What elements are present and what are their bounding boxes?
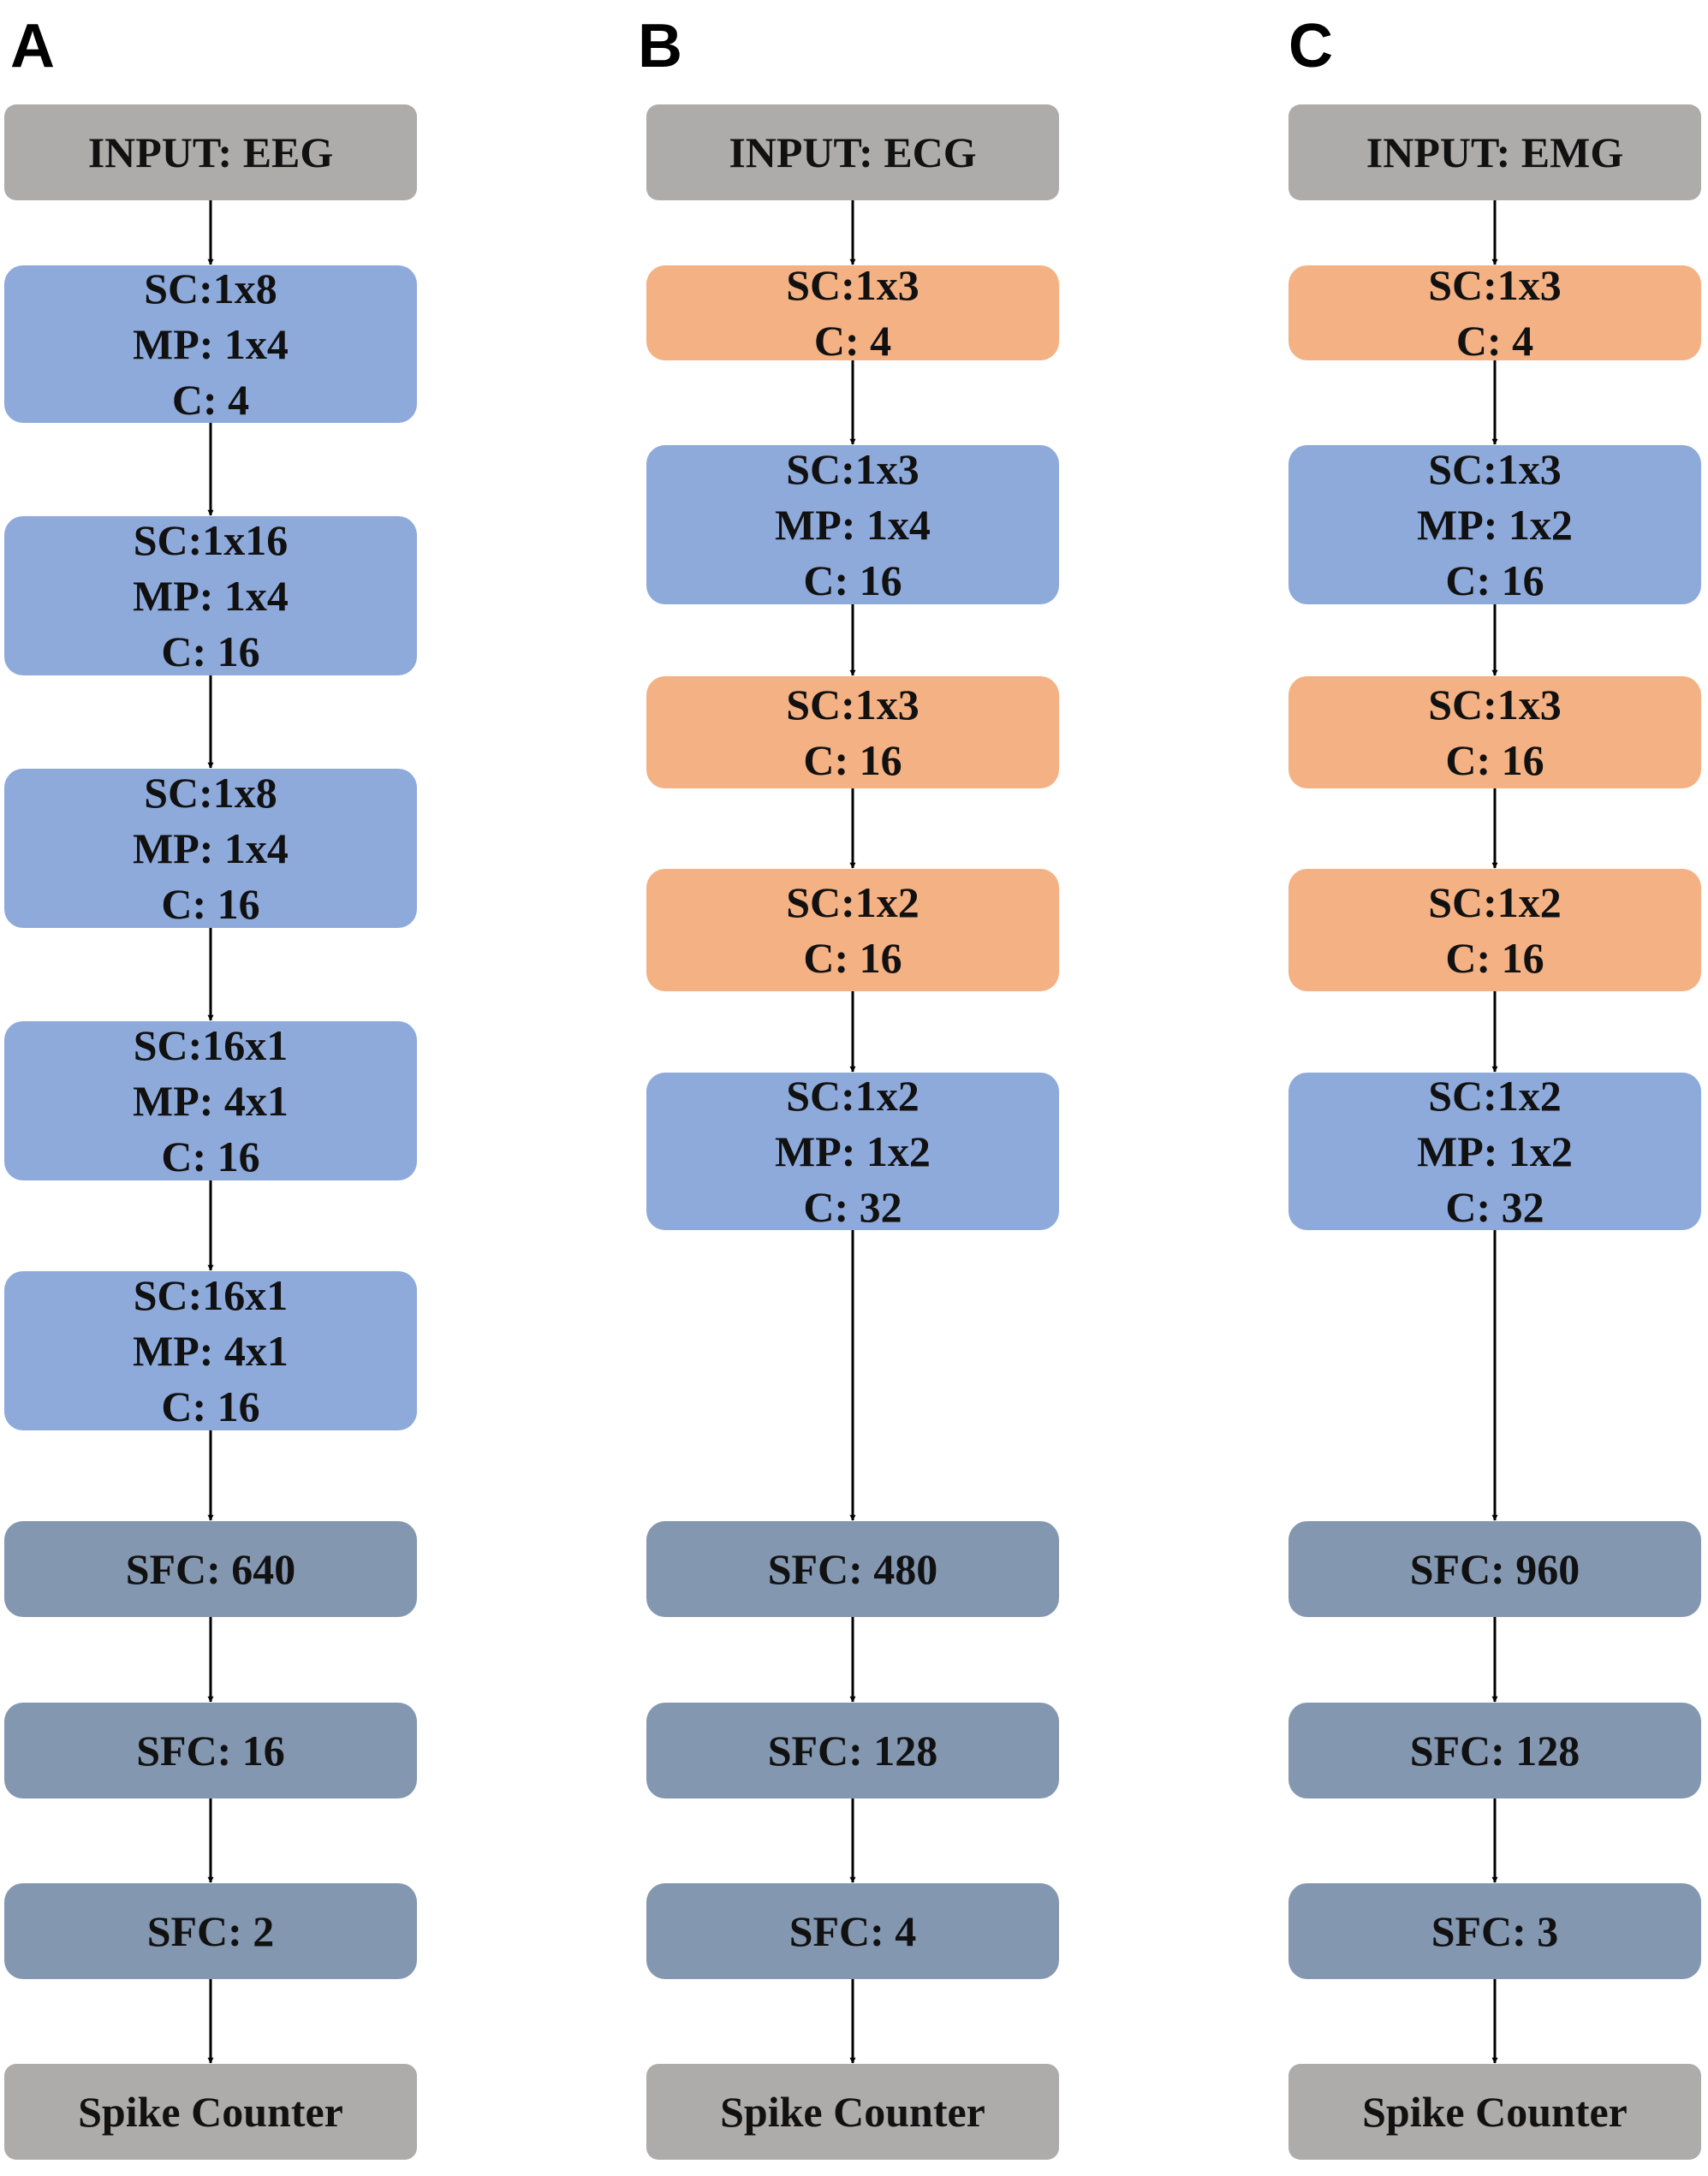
layer-box-spiking-fc: SFC: 16 [4,1703,417,1798]
layer-label-line: MP: 1x2 [775,1127,931,1175]
layer-label-line: MP: 1x4 [133,823,289,872]
layer-box-io: INPUT: EMG [1288,104,1701,200]
layer-box-spiking-conv: SC:1x2 C: 16 [646,869,1059,991]
layer-label-line: SC:1x2 [786,1071,919,1120]
layer-label-line: C: 16 [803,556,902,604]
layer-label-line: SC:16x1 [133,1020,289,1069]
layer-label-line: C: 4 [813,316,892,365]
layer-label-line: SC:1x3 [1428,444,1562,493]
layer-label-line: SFC: 4 [789,1906,917,1955]
layer-label-line: SC:1x16 [133,515,289,564]
layer-label-line: SC:1x3 [786,680,919,728]
layer-box-io: INPUT: EEG [4,104,417,200]
layer-label-line: MP: 1x2 [1417,1127,1573,1175]
layer-label-line: SC:1x2 [1428,877,1562,926]
layer-label-line: MP: 1x2 [1417,500,1573,549]
layer-label-line: SFC: 128 [767,1726,938,1775]
layer-box-spiking-fc: SFC: 2 [4,1883,417,1979]
layer-label-line: MP: 4x1 [133,1076,289,1125]
layer-label-line: MP: 4x1 [133,1326,289,1375]
layer-label-line: SC:1x3 [1428,260,1562,309]
layer-label-line: SC:1x3 [786,444,919,493]
layer-label-line: C: 16 [1445,556,1544,604]
layer-box-spiking-conv: SC:1x3 C: 16 [646,676,1059,788]
layer-label-line: C: 16 [1445,933,1544,982]
panel-letter-c: C [1288,12,1333,80]
layer-box-spiking-fc: SFC: 128 [646,1703,1059,1798]
layer-label-line: C: 4 [171,375,250,424]
layer-label-line: SC:1x2 [786,877,919,926]
layer-box-spiking-fc: SFC: 128 [1288,1703,1701,1798]
layer-label-line: C: 16 [161,879,260,928]
layer-label-line: C: 16 [161,1132,260,1180]
layer-box-spiking-fc: SFC: 480 [646,1521,1059,1617]
layer-label-line: SFC: 960 [1409,1544,1580,1593]
layer-label-line: C: 16 [161,627,260,675]
layer-label-line: Spike Counter [78,2087,343,2136]
layer-label-line: MP: 1x4 [133,571,289,620]
layer-label-line: C: 4 [1455,316,1534,365]
layer-label-line: MP: 1x4 [133,319,289,368]
layer-box-spiking-conv: SC:1x3 C: 4 [646,261,1059,365]
layer-label-line: INPUT: EEG [87,128,334,176]
layer-label-line: SC:16x1 [133,1270,289,1319]
layer-label-line: SFC: 2 [146,1906,275,1955]
layer-label-line: Spike Counter [1362,2087,1628,2136]
layer-label-line: C: 16 [161,1382,260,1430]
panel-letter-b: B [638,12,682,80]
layer-box-io: Spike Counter [1288,2064,1701,2160]
layer-box-spiking-fc: SFC: 3 [1288,1883,1701,1979]
panel-letter-a: A [10,12,55,80]
layer-label-line: SC:1x3 [1428,680,1562,728]
layer-box-spiking-fc: SFC: 640 [4,1521,417,1617]
layer-label-line: C: 16 [803,933,902,982]
layer-label-line: INPUT: EMG [1366,128,1624,176]
layer-box-spiking-conv: SC:1x2 C: 16 [1288,869,1701,991]
layer-label-line: C: 16 [1445,735,1544,784]
layer-label-line: SC:1x8 [144,264,277,312]
layer-box-spiking-conv: SC:1x3 C: 4 [1288,261,1701,365]
layer-label-line: SFC: 128 [1409,1726,1580,1775]
layer-label-line: SFC: 3 [1431,1906,1559,1955]
layer-label-line: SFC: 480 [767,1544,938,1593]
layer-label-line: SC:1x2 [1428,1071,1562,1120]
layer-box-io: Spike Counter [4,2064,417,2160]
layer-label-line: C: 16 [803,735,902,784]
layer-box-spiking-fc: SFC: 4 [646,1883,1059,1979]
layer-label-line: C: 32 [1445,1182,1544,1231]
layer-label-line: Spike Counter [720,2087,985,2136]
layer-label-line: SC:1x3 [786,260,919,309]
layer-label-line: MP: 1x4 [775,500,931,549]
layer-box-io: INPUT: ECG [646,104,1059,200]
layer-label-line: SFC: 16 [136,1726,285,1775]
layer-label-line: SFC: 640 [125,1544,296,1593]
layer-box-spiking-conv: SC:1x3 C: 16 [1288,676,1701,788]
layer-label-line: INPUT: ECG [729,128,977,176]
layer-label-line: C: 32 [803,1182,902,1231]
layer-box-spiking-fc: SFC: 960 [1288,1521,1701,1617]
layer-label-line: SC:1x8 [144,768,277,817]
layer-box-io: Spike Counter [646,2064,1059,2160]
